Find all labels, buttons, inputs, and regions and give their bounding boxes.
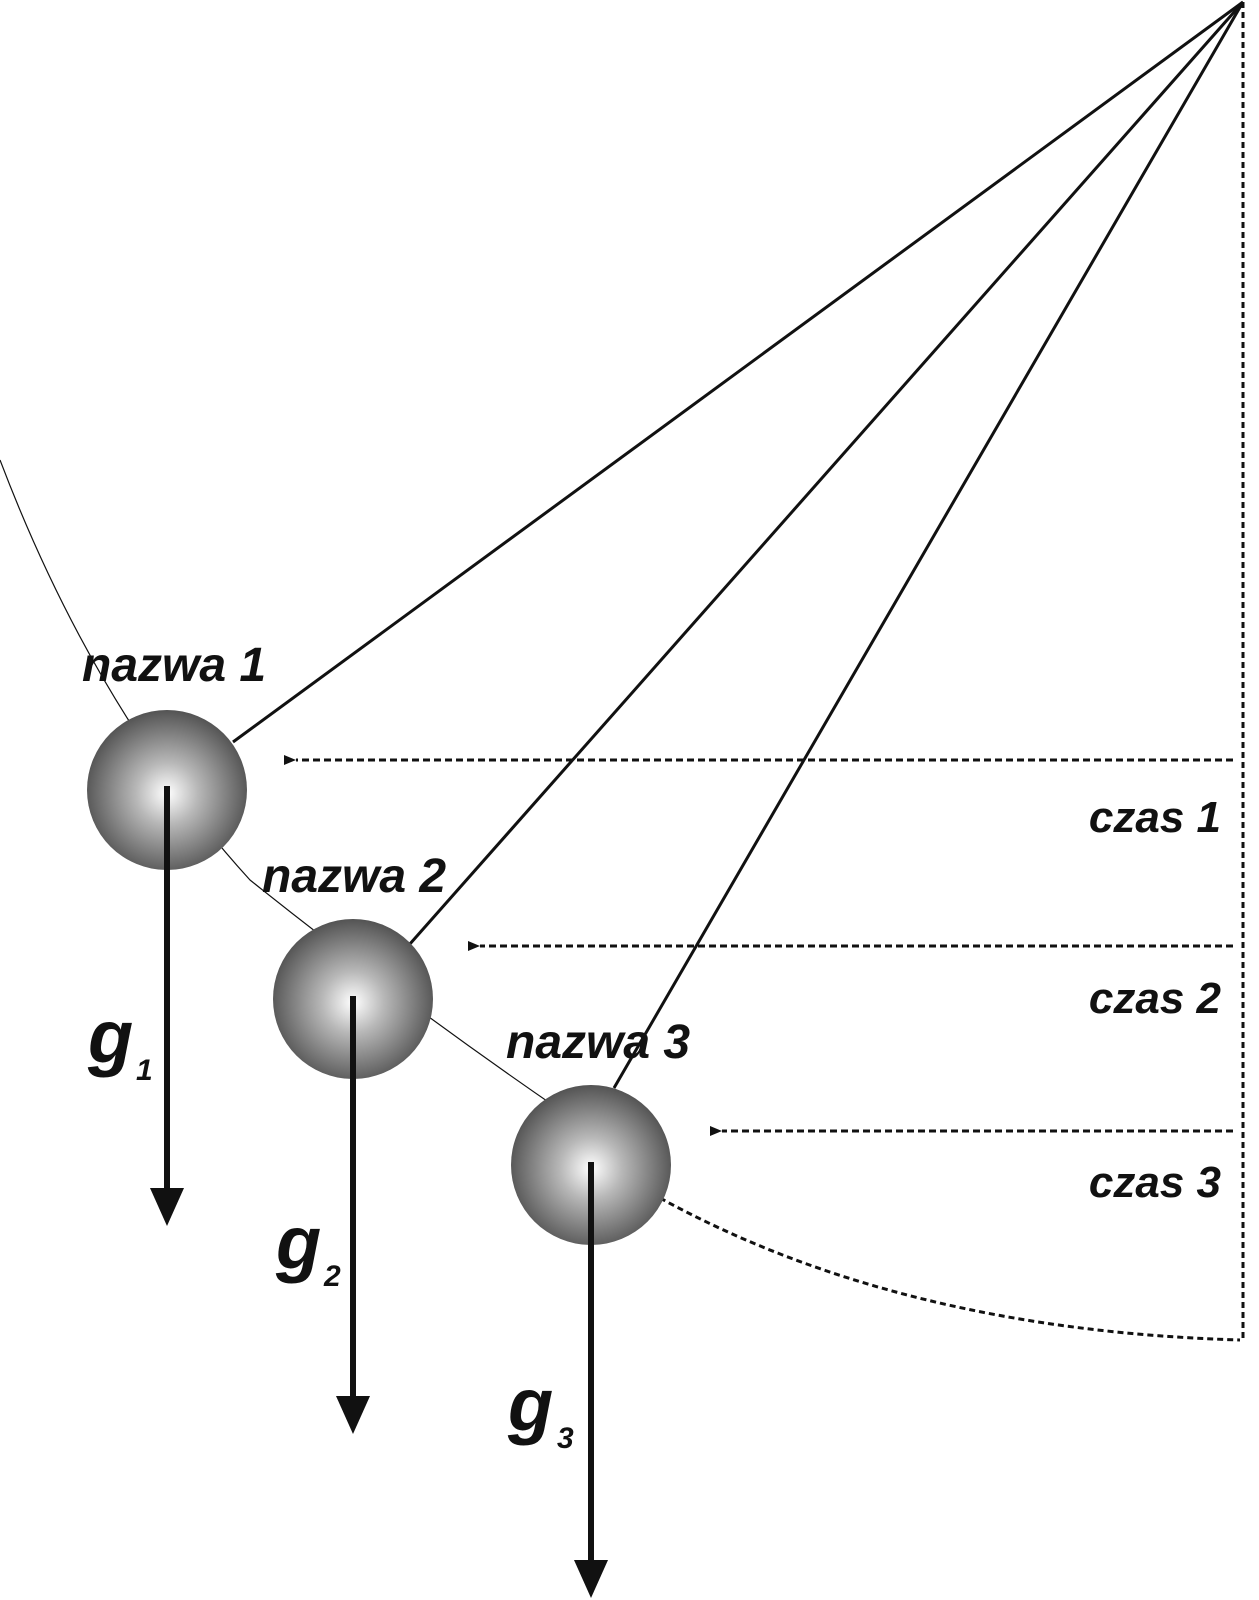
g2-symbol: g: [275, 1201, 321, 1284]
ball-3-name-label: nazwa 3: [506, 1016, 690, 1069]
g3-index: 3: [557, 1422, 574, 1455]
swing-arc-dashed: [659, 1196, 1241, 1342]
gravity-label-3: g 3: [507, 1363, 574, 1455]
swing-arc: [0, 459, 561, 1111]
g1-symbol: g: [87, 995, 133, 1078]
gravity-arrow-3: [574, 1162, 608, 1598]
g2-index: 2: [323, 1260, 341, 1293]
ball-2-name-label: nazwa 2: [262, 850, 446, 903]
gravity-arrow-1: [150, 786, 184, 1226]
gravity-label-2: g 2: [275, 1201, 341, 1293]
string-1: [232, 0, 1244, 744]
time-3-label: czas 3: [1089, 1158, 1221, 1207]
time-1-label: czas 1: [1089, 793, 1221, 842]
gravity-arrow-2: [336, 996, 370, 1434]
g3-symbol: g: [507, 1363, 553, 1446]
ball-1-name-label: nazwa 1: [82, 639, 266, 692]
string-2: [407, 1, 1245, 946]
time-2-label: czas 2: [1089, 974, 1222, 1023]
gravity-label-1: g 1: [87, 995, 153, 1087]
g1-index: 1: [136, 1054, 153, 1087]
string-3: [612, 1, 1245, 1089]
